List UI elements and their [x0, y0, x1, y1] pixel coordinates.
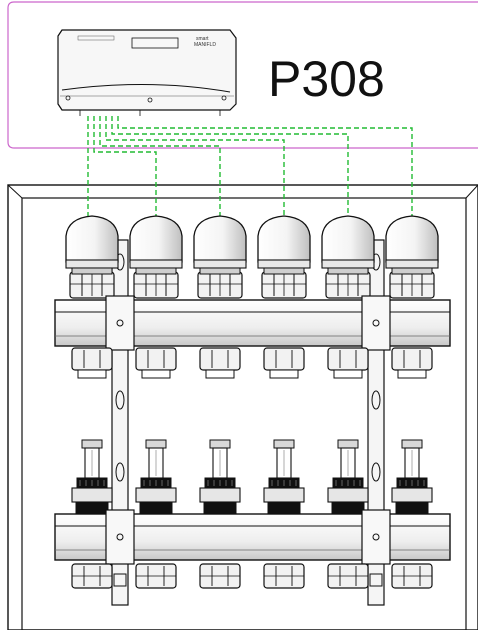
supply-nut-1 — [69, 271, 115, 299]
cabinet-frame — [7, 184, 478, 630]
balancing-valve-6 — [391, 347, 433, 515]
return-outlet-6 — [391, 563, 433, 589]
supply-nut-4 — [261, 271, 307, 299]
return-outlet-3 — [199, 563, 241, 589]
zone-actuators — [65, 215, 439, 275]
balancing-valve-3 — [199, 347, 241, 515]
actuator-zone-4 — [257, 215, 311, 275]
balancing-valve-5 — [327, 347, 369, 515]
return-outlet-2 — [135, 563, 177, 589]
actuator-zone-5 — [321, 215, 375, 275]
wire-zone-3 — [99, 116, 221, 220]
return-manifold-fittings — [71, 347, 433, 515]
supply-manifold-bar — [54, 295, 451, 351]
return-outlet-5 — [327, 563, 369, 589]
control-panel-outline — [7, 1, 478, 149]
wire-zone-5 — [111, 116, 349, 220]
supply-nut-5 — [325, 271, 371, 299]
model-title: P308 — [268, 51, 385, 107]
actuator-zone-6 — [385, 215, 439, 275]
controller-brand-bottom: MANIFLD — [194, 42, 216, 48]
return-manifold-bar — [54, 509, 451, 565]
return-outlet-1 — [71, 563, 113, 589]
actuator-zone-2 — [129, 215, 183, 275]
return-outlet-fittings — [71, 563, 433, 589]
supply-nut-3 — [197, 271, 243, 299]
actuator-zone-3 — [193, 215, 247, 275]
balancing-valve-4 — [263, 347, 305, 515]
controller-brand-top: smart — [196, 36, 209, 42]
supply-nut-6 — [389, 271, 435, 299]
wire-zone-6 — [117, 116, 413, 220]
wire-zone-4 — [105, 116, 285, 220]
actuator-zone-1 — [65, 215, 119, 275]
actuator-wires — [87, 116, 413, 220]
controller-unit: smart MANIFLD — [57, 29, 237, 116]
balancing-valve-2 — [135, 347, 177, 515]
wire-zone-2 — [93, 116, 157, 220]
supply-nut-2 — [133, 271, 179, 299]
balancing-valve-1 — [71, 347, 113, 515]
return-outlet-4 — [263, 563, 305, 589]
supply-manifold-fittings — [69, 271, 435, 299]
